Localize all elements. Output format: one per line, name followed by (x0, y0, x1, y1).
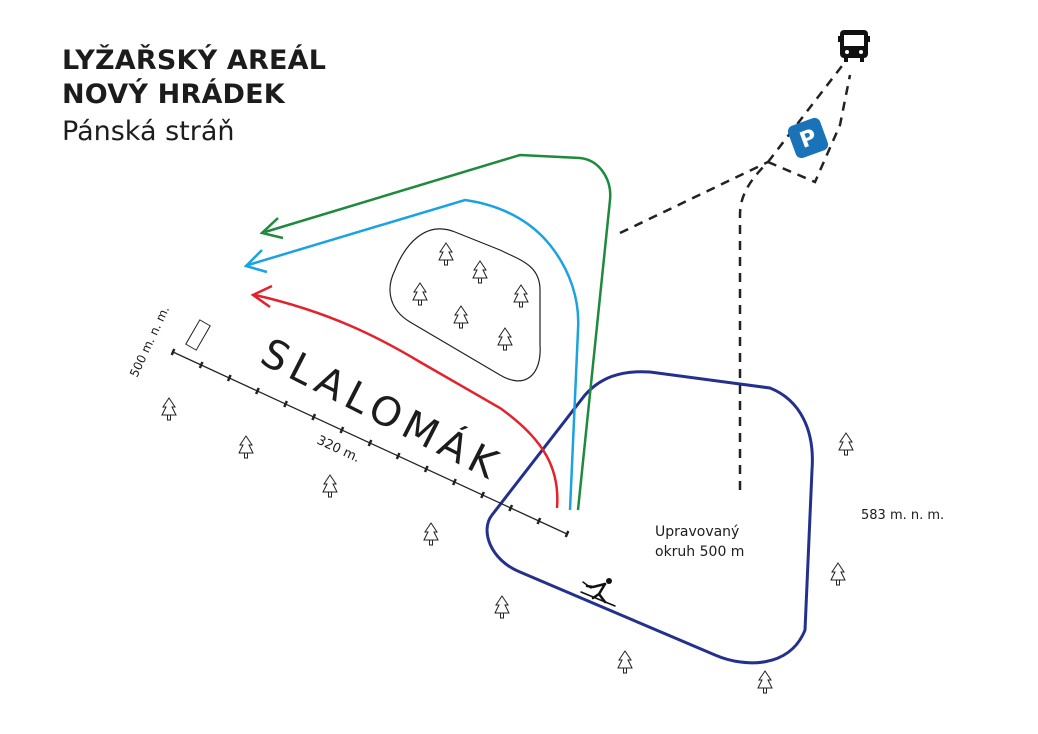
title-line-2: NOVÝ HRÁDEK (62, 79, 285, 110)
map-subtitle: Pánská stráň (62, 116, 235, 147)
scale-tick (508, 504, 514, 512)
tree-icon (513, 284, 529, 308)
slope-name-label: SLALOMÁK (253, 328, 510, 491)
scale-tick (198, 361, 204, 369)
scale-tick (170, 348, 176, 356)
tree-icon (757, 670, 773, 694)
red-run (254, 293, 559, 509)
scale-tick (423, 465, 429, 473)
tree-icon (423, 522, 439, 546)
blue-run (247, 198, 580, 511)
loop-label-line-2: okruh 500 m (655, 544, 744, 560)
tree-icon (453, 305, 469, 329)
scale-tick (536, 517, 542, 525)
blue-run-arrow (243, 249, 268, 274)
tree-icon (497, 327, 513, 351)
scale-tick (339, 426, 345, 434)
tree-icon (438, 242, 454, 266)
slope-scale-line (170, 348, 570, 538)
tree-icon (238, 435, 254, 459)
scale-tick (480, 491, 486, 499)
scale-tick (564, 530, 570, 538)
parking-icon: P (787, 117, 829, 159)
green-run-arrow (259, 217, 284, 240)
tree-icon (412, 282, 428, 306)
scale-tick (395, 452, 401, 460)
scale-tick (311, 413, 317, 421)
footpaths (619, 61, 852, 490)
forest-area (389, 228, 541, 382)
skier-icon (580, 578, 616, 607)
tree-icon (830, 562, 846, 586)
parking-label: P (797, 125, 821, 154)
tree-icon (494, 595, 510, 619)
red-run-arrow (250, 284, 273, 309)
tree-icon (617, 650, 633, 674)
top-altitude-label: 583 m. n. m. (861, 508, 944, 523)
green-run (264, 153, 612, 511)
loop-label-line-1: Upravovaný (655, 524, 739, 540)
scale-tick (367, 439, 373, 447)
slope-length-label: 320 m. (314, 433, 362, 466)
scale-tick (226, 374, 232, 382)
scale-tick (254, 387, 260, 395)
map-title: LYŽAŘSKÝ AREÁL NOVÝ HRÁDEK (62, 44, 326, 112)
scale-tick (451, 478, 457, 486)
bus-icon (838, 30, 870, 62)
tree-icon (322, 474, 338, 498)
tree-icon (838, 432, 854, 456)
building (185, 319, 211, 351)
tree-icon (161, 397, 177, 421)
title-line-1: LYŽAŘSKÝ AREÁL (62, 45, 327, 76)
tree-icon (472, 260, 488, 284)
bottom-altitude-label: 500 m. n. m. (127, 304, 172, 380)
scale-tick (283, 400, 289, 408)
groomed-loop-track (485, 370, 814, 665)
